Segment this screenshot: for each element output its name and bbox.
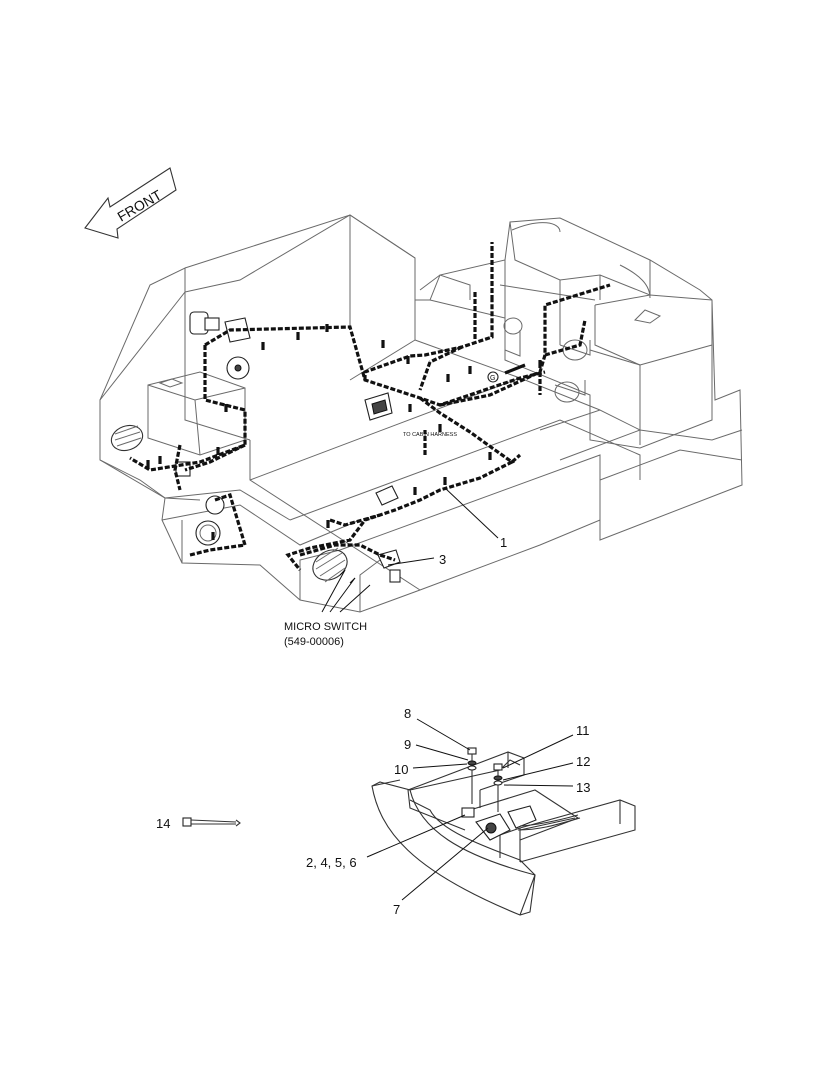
callout-3: 3 [439, 552, 446, 567]
callout-9: 9 [404, 737, 411, 752]
callout-1: 1 [500, 535, 507, 550]
callout-2-4-5-6: 2, 4, 5, 6 [306, 855, 357, 870]
detail-assembly [371, 747, 636, 916]
callout-7: 7 [393, 902, 400, 917]
left-grille [110, 424, 348, 583]
callout-8: 8 [404, 706, 411, 721]
to-cabin-harness-label: TO CABIN HARNESS [403, 432, 457, 438]
callout-13: 13 [576, 780, 590, 795]
upper-structure-frame [99, 214, 743, 613]
svg-text:G: G [490, 375, 495, 382]
callout-12: 12 [576, 754, 590, 769]
micro-switch-label: MICRO SWITCH [284, 621, 367, 633]
cable-tie-part [182, 817, 241, 827]
front-arrow: FRONT [84, 167, 177, 239]
callout-14: 14 [156, 816, 170, 831]
callout-11: 11 [576, 723, 590, 738]
callout-10: 10 [394, 762, 408, 777]
micro-switch-part-number: (549-00006) [284, 636, 344, 648]
front-arrow-label: FRONT [115, 186, 165, 224]
wire-harness [129, 242, 611, 571]
